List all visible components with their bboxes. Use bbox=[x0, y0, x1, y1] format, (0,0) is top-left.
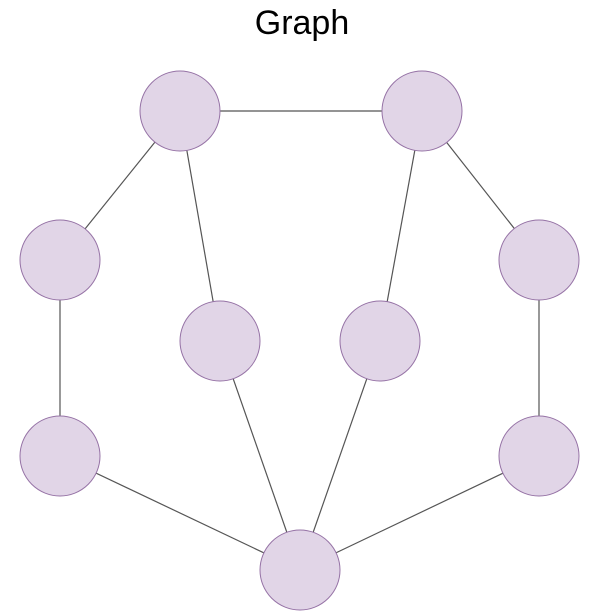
edge-H-I bbox=[299, 455, 540, 571]
graph-node-E bbox=[179, 300, 261, 382]
graph-node-B bbox=[381, 70, 463, 152]
graph-node-F bbox=[339, 300, 421, 382]
edges-layer bbox=[59, 110, 540, 571]
graph-node-C bbox=[19, 219, 101, 301]
edge-G-I bbox=[59, 455, 301, 571]
graph-node-H bbox=[498, 415, 580, 497]
graph-node-G bbox=[19, 415, 101, 497]
nodes-layer bbox=[19, 70, 580, 611]
diagram-title: Graph bbox=[254, 4, 350, 42]
graph-node-I bbox=[259, 529, 341, 611]
graph-node-D bbox=[498, 219, 580, 301]
graph-node-A bbox=[139, 70, 221, 152]
